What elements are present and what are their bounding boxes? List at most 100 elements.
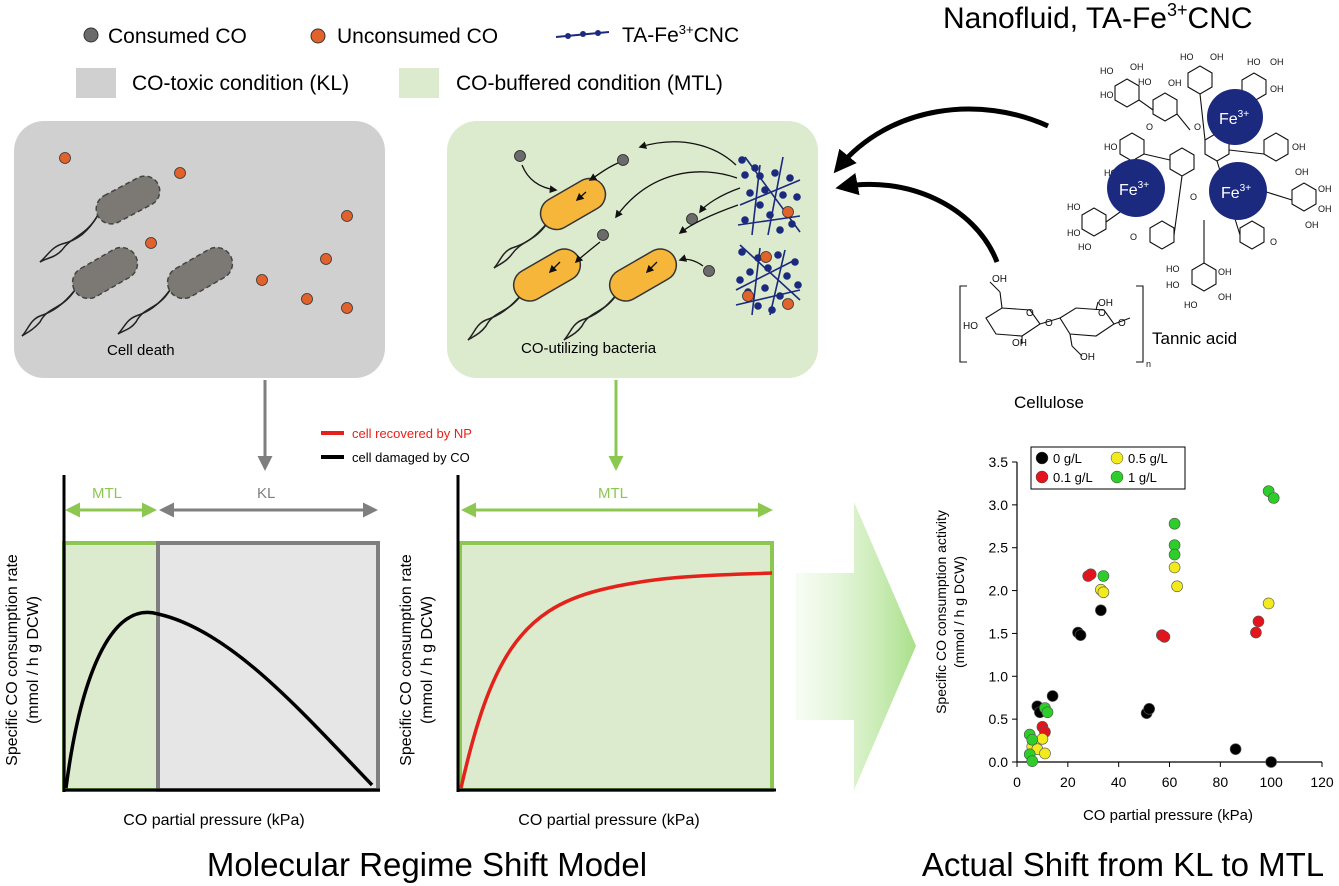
y-tick-label: 1.0 — [989, 668, 1009, 684]
model-ylabel: Specific CO consumption rate — [4, 554, 21, 766]
shift-arrow — [796, 502, 916, 790]
svg-text:O: O — [1130, 232, 1137, 242]
svg-text:n: n — [1146, 359, 1151, 369]
nanoparticle-cluster — [737, 156, 801, 236]
svg-text:HO: HO — [1180, 52, 1194, 62]
cellulose-labels: OH O O OH O O HO OH OH n — [963, 274, 1151, 369]
data-points — [1023, 485, 1280, 768]
data-point — [1168, 548, 1181, 561]
y-tick-label: 2.5 — [989, 540, 1009, 556]
tannic-acid-labels: HO OH HO HO OH HO OH OH HO OH HO HO OH O… — [1067, 52, 1332, 310]
svg-text:Fe3+: Fe3+ — [1119, 180, 1149, 199]
mtl-range-label: MTL — [92, 485, 122, 502]
data-point — [1036, 733, 1049, 745]
consumed-co-label: Consumed CO — [108, 25, 247, 48]
tannic-acid-structure — [1081, 65, 1317, 292]
x-tick-label: 100 — [1259, 774, 1283, 790]
right-caption: Actual Shift from KL to MTL — [922, 846, 1324, 883]
data-point — [1229, 743, 1242, 755]
damaged-curve — [64, 610, 374, 789]
svg-text:OH: OH — [1168, 78, 1182, 88]
mtl-range-label: MTL — [598, 485, 628, 502]
model-kl-mtl-panel: MTL KL Specific CO consumption rate (mmo… — [4, 475, 380, 829]
bacterium — [493, 177, 607, 269]
svg-text:O: O — [1270, 237, 1277, 247]
cell-death-panel: Cell death — [14, 121, 385, 378]
svg-text:OH: OH — [1270, 84, 1284, 94]
left-caption: Molecular Regime Shift Model — [207, 846, 647, 883]
model-ylabel: Specific CO consumption rate — [398, 554, 415, 766]
nanofluid-arrow — [835, 173, 1000, 263]
svg-text:HO: HO — [1078, 242, 1092, 252]
fe-ion: Fe3+ — [1209, 162, 1267, 220]
nanofluid-arrow — [833, 106, 1050, 174]
y-tick-label: 1.5 — [989, 625, 1009, 641]
svg-text:HO: HO — [1067, 228, 1081, 238]
legend-marker — [1110, 451, 1124, 465]
bacterium — [563, 248, 678, 341]
unconsumed-co-dot — [174, 167, 186, 179]
cellulose-structure — [959, 281, 1144, 363]
svg-text:HO: HO — [1104, 168, 1118, 178]
x-tick-label: 80 — [1213, 774, 1229, 790]
y-tick-label: 3.5 — [989, 454, 1009, 470]
consumed-co-dot — [597, 229, 609, 241]
legend-marker — [1110, 470, 1124, 484]
unconsumed-co-dot — [59, 152, 71, 164]
svg-text:HO: HO — [1100, 90, 1114, 100]
kl-condition-label: CO-toxic condition (KL) — [132, 72, 349, 95]
unconsumed-co-dot — [301, 293, 313, 305]
svg-text:OH: OH — [1080, 352, 1095, 363]
x-tick-label: 20 — [1060, 774, 1076, 790]
y-tick-label: 0.0 — [989, 754, 1009, 770]
svg-text:OH: OH — [992, 274, 1007, 285]
svg-text:OH: OH — [1318, 204, 1332, 214]
data-point — [1026, 733, 1039, 746]
svg-text:HO: HO — [1166, 280, 1180, 290]
svg-text:OH: OH — [1292, 142, 1306, 152]
model-xlabel: CO partial pressure (kPa) — [123, 812, 304, 829]
data-point — [1171, 580, 1183, 593]
model-xlabel: CO partial pressure (kPa) — [518, 812, 699, 829]
legend-label: 0.1 g/L — [1053, 470, 1093, 485]
svg-text:HO: HO — [1100, 66, 1114, 76]
tannic-acid-label: Tannic acid — [1152, 329, 1237, 348]
chart-ylabel: Specific CO consumption activity — [933, 510, 949, 714]
svg-text:OH: OH — [1218, 267, 1232, 277]
data-point — [1074, 629, 1087, 641]
svg-text:OH: OH — [1318, 184, 1332, 194]
x-tick-label: 0 — [1013, 774, 1021, 790]
consumed-co-dot — [703, 265, 715, 277]
svg-text:O: O — [1118, 318, 1126, 329]
bacteria-label: CO-utilizing bacteria — [521, 340, 657, 357]
kl-swatch — [76, 68, 116, 98]
svg-text:OH: OH — [1295, 167, 1309, 177]
legend-marker — [1035, 451, 1049, 465]
legend-marker — [1035, 470, 1049, 484]
legend-label: 0.5 g/L — [1128, 451, 1168, 466]
fe-ion: Fe3+ — [1107, 159, 1165, 217]
fe-ion: Fe3+ — [1207, 89, 1263, 145]
model-connectors: cell recovered by NP cell damaged by CO — [257, 380, 624, 471]
x-tick-label: 120 — [1310, 774, 1334, 790]
unconsumed-co-label: Unconsumed CO — [337, 25, 498, 48]
svg-text:OH: OH — [1305, 220, 1319, 230]
data-point — [1026, 755, 1039, 767]
nanoparticle-marker — [555, 30, 610, 39]
data-point — [1168, 561, 1181, 574]
unconsumed-co-dot — [256, 274, 268, 286]
y-tick-label: 3.0 — [989, 497, 1009, 513]
kl-range-label: KL — [257, 485, 275, 502]
chart-xlabel: CO partial pressure (kPa) — [1083, 807, 1253, 824]
svg-text:Fe3+: Fe3+ — [1221, 183, 1251, 202]
x-tick-label: 60 — [1162, 774, 1178, 790]
bound-co-dot — [782, 206, 794, 218]
chart-legend: 0 g/L 0.5 g/L 0.1 g/L 1 g/L — [1030, 446, 1186, 490]
svg-text:Fe3+: Fe3+ — [1219, 109, 1249, 128]
svg-text:HO: HO — [1184, 300, 1198, 310]
data-point — [1095, 604, 1107, 617]
svg-text:O: O — [1146, 122, 1153, 132]
legend-damaged: cell damaged by CO — [352, 450, 470, 465]
bacteria-panel: CO-utilizing bacteria — [447, 121, 818, 378]
